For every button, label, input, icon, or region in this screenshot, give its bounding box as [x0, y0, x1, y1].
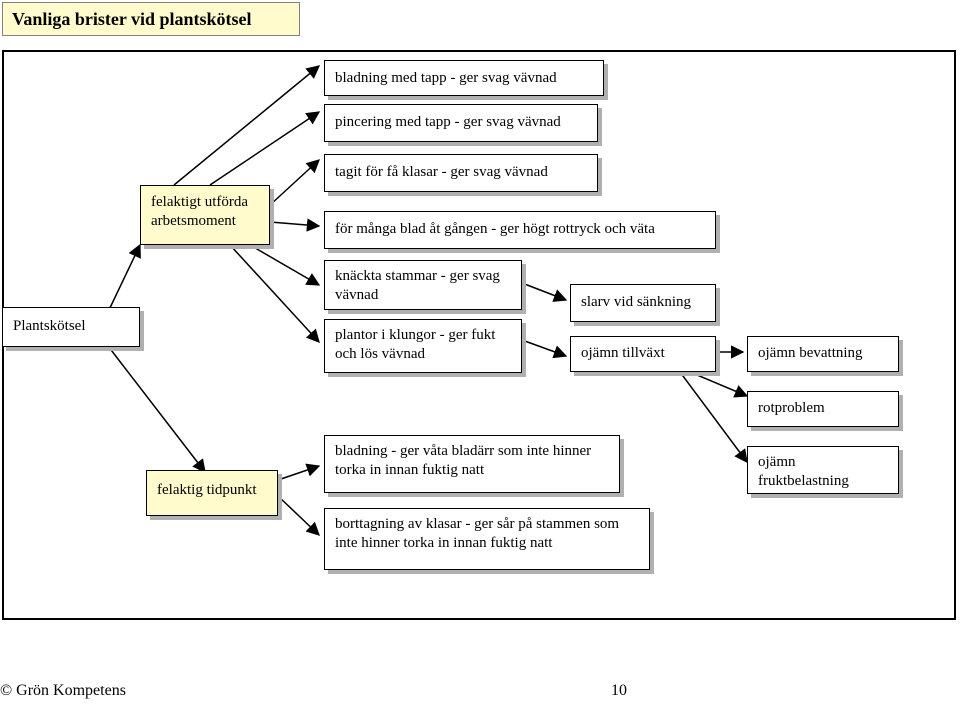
arrow-group2-to-item2 — [277, 495, 320, 536]
footer-brand: © Grön Kompetens — [0, 682, 126, 699]
node-ojamn-bevattning: ojämn bevattning — [747, 336, 899, 372]
node-slarv-sankning: slarv vid sänkning — [570, 284, 716, 322]
arrow-group1-to-mid1 — [249, 244, 321, 286]
group-node-arbetsmoment: felaktigt utförda arbetsmoment — [140, 185, 270, 245]
page-title: Vanliga brister vid plantskötsel — [2, 2, 300, 36]
arrow-mid1-to-slarv — [521, 282, 568, 302]
arrow-mid2-to-tillvaxt — [521, 339, 568, 359]
item-manga-blad: för många blad åt gången - ger högt rott… — [324, 211, 716, 249]
item-plantor-klungor: plantor i klungor - ger fukt och lös väv… — [324, 319, 522, 373]
item-fa-klasar: tagit för få klasar - ger svag vävnad — [324, 154, 598, 192]
node-rotproblem: rotproblem — [747, 391, 899, 427]
group-node-tidpunkt: felaktig tidpunkt — [146, 470, 278, 516]
item-knackta-stammar: knäckta stammar - ger svag vävnad — [324, 260, 522, 310]
arrow-group1-to-mid2 — [229, 244, 320, 343]
arrow-root-to-group1 — [107, 243, 141, 313]
node-ojamn-tillvaxt: ojämn tillväxt — [570, 336, 716, 372]
arrow-tillvaxt-to-rotproblem — [689, 371, 749, 398]
arrow-group1-to-item1 — [173, 65, 321, 186]
arrow-group1-to-item3 — [269, 159, 320, 206]
arrow-group2-to-item1 — [277, 463, 321, 481]
item-borttagning-klasar: borttagning av klasar - ger sår på stamm… — [324, 508, 650, 570]
item-bladning-vata: bladning - ger våta bladärr som inte hin… — [324, 435, 620, 493]
node-ojamn-fruktbelastning: ojämn fruktbelastning — [747, 446, 899, 494]
arrow-root-to-group2 — [107, 345, 206, 474]
item-pincering-tapp: pincering med tapp - ger svag vävnad — [324, 104, 598, 142]
item-bladning-tapp: bladning med tapp - ger svag vävnad — [324, 60, 604, 96]
arrow-group1-to-item4 — [269, 218, 321, 232]
root-node: Plantskötsel — [2, 307, 140, 347]
footer: © Grön Kompetens 10 — [0, 682, 627, 700]
arrow-group1-to-item2 — [209, 111, 321, 186]
page-number: 10 — [611, 682, 627, 699]
arrow-tillvaxt-to-fruktbelastning — [679, 371, 748, 464]
